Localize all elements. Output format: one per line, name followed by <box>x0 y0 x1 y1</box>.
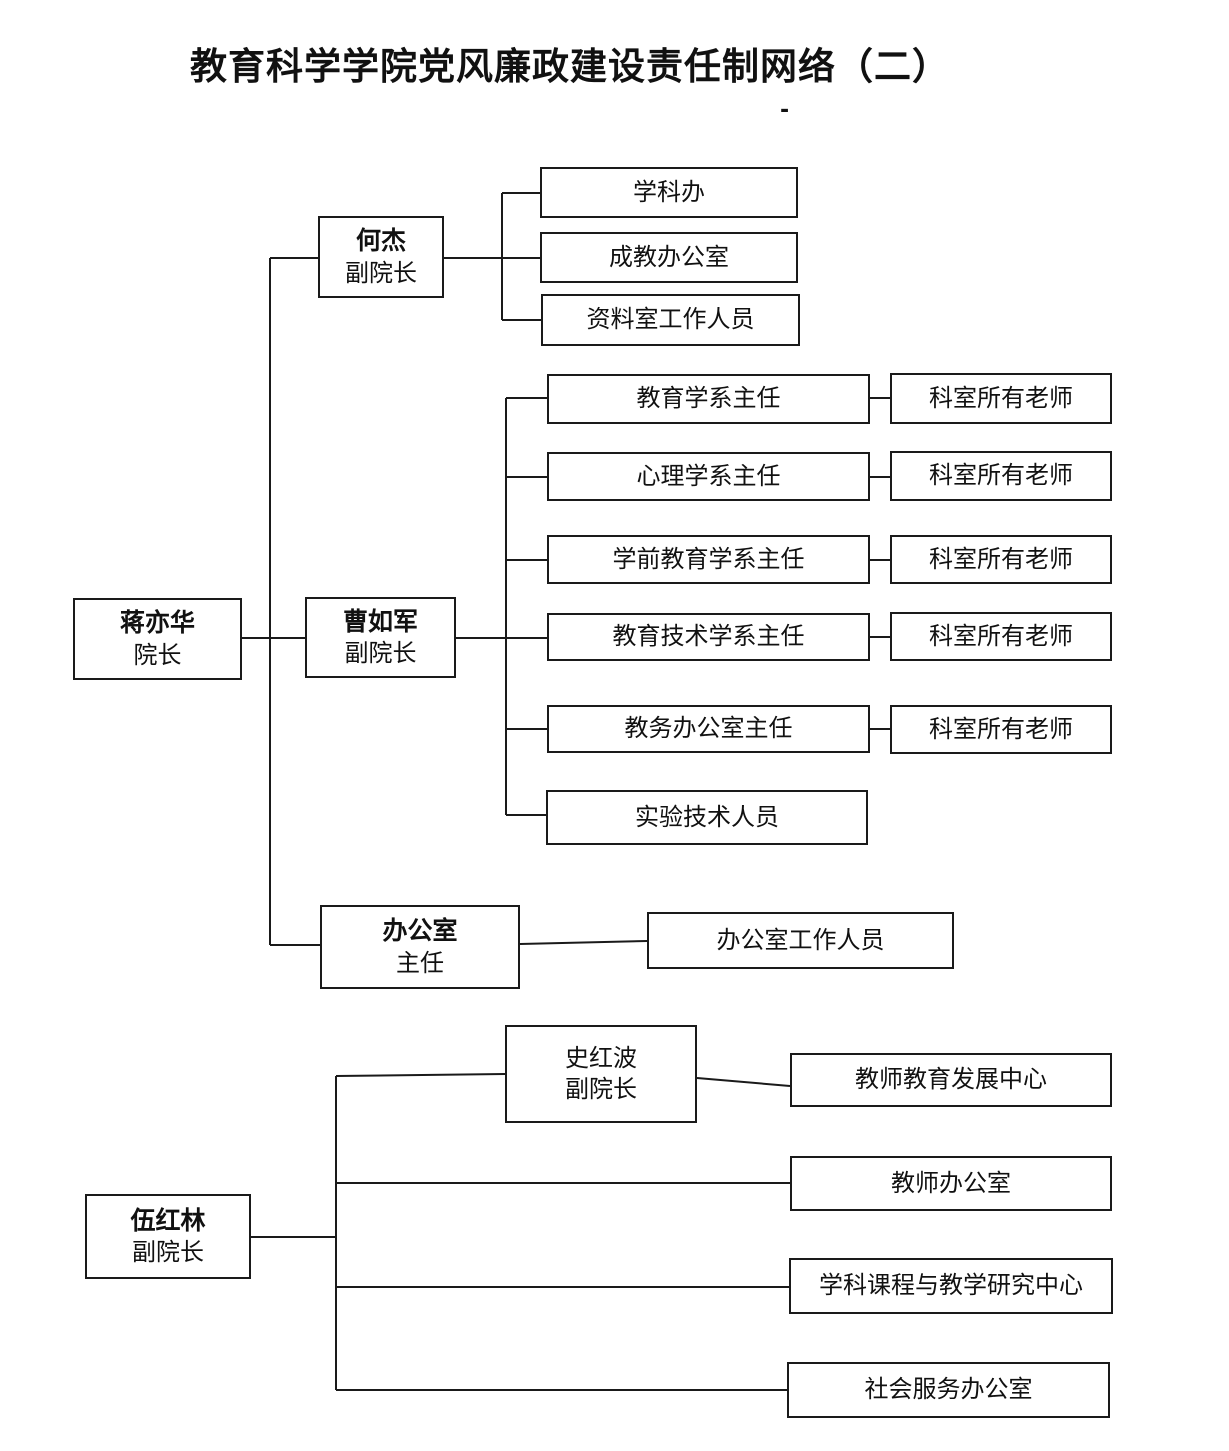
node-label: 心理学系主任 <box>636 461 781 490</box>
shihongbo-role: 副院长 <box>565 1075 637 1103</box>
node-vice-dean-wuhonglin: 伍红林 副院长 <box>85 1194 251 1279</box>
hejie-name: 何杰 <box>355 226 406 256</box>
caorujun-name: 曹如军 <box>342 606 418 636</box>
node-edtech-dept-head: 教育技术学系主任 <box>547 613 870 661</box>
node-preschool-dept-head: 学前教育学系主任 <box>547 535 870 584</box>
node-label: 教务办公室主任 <box>624 714 793 743</box>
node-label: 教师教育发展中心 <box>855 1065 1047 1094</box>
wire-shihongbo-center <box>696 1077 791 1087</box>
wuhonglin-name: 伍红林 <box>130 1205 206 1235</box>
node-label: 办公室工作人员 <box>716 925 885 954</box>
node-label: 社会服务办公室 <box>864 1375 1033 1404</box>
node-teachers-5: 科室所有老师 <box>890 705 1112 754</box>
wuhonglin-role: 副院长 <box>132 1238 204 1267</box>
office-director-name: 办公室 <box>382 916 458 946</box>
shihongbo-name: 史红波 <box>565 1043 637 1072</box>
node-vice-dean-hejie: 何杰 副院长 <box>318 216 444 298</box>
node-office-director: 办公室 主任 <box>320 905 520 989</box>
dean-name: 蒋亦华 <box>119 608 195 638</box>
caorujun-role: 副院长 <box>344 639 417 668</box>
office-director-role: 主任 <box>396 948 444 977</box>
node-psychology-dept-head: 心理学系主任 <box>547 452 870 501</box>
node-dean: 蒋亦华 院长 <box>73 598 242 680</box>
node-label: 科室所有老师 <box>929 461 1073 490</box>
node-label: 教育技术学系主任 <box>612 622 805 651</box>
node-vice-dean-caorujun: 曹如军 副院长 <box>305 597 456 678</box>
node-label: 科室所有老师 <box>929 383 1073 412</box>
node-label: 资料室工作人员 <box>586 305 755 334</box>
node-label: 教育学系主任 <box>636 384 781 413</box>
node-discipline-office: 学科办 <box>540 167 798 218</box>
node-label: 科室所有老师 <box>929 544 1073 573</box>
node-label: 学科办 <box>633 177 705 206</box>
node-teachers-4: 科室所有老师 <box>890 612 1112 661</box>
wire-office-staff <box>519 940 648 945</box>
node-social-service-office: 社会服务办公室 <box>787 1362 1110 1418</box>
stray-dash: - <box>780 98 790 123</box>
node-vice-dean-shihongbo: 史红波 副院长 <box>505 1025 697 1123</box>
node-lab-technicians: 实验技术人员 <box>546 790 868 845</box>
node-teachers-1: 科室所有老师 <box>890 373 1112 424</box>
wire-trunk-shihongbo <box>335 1073 506 1077</box>
node-label: 教师办公室 <box>891 1168 1011 1197</box>
node-label: 科室所有老师 <box>929 714 1073 743</box>
node-adult-education-office: 成教办公室 <box>540 232 798 283</box>
dean-role: 院长 <box>133 640 182 669</box>
hejie-role: 副院长 <box>345 258 417 287</box>
node-teachers-2: 科室所有老师 <box>890 451 1112 501</box>
node-label: 成教办公室 <box>609 242 729 271</box>
node-label: 学科课程与教学研究中心 <box>819 1271 1083 1300</box>
node-reference-room-staff: 资料室工作人员 <box>541 294 800 346</box>
node-teacher-office: 教师办公室 <box>790 1156 1112 1211</box>
node-label: 学前教育学系主任 <box>612 544 805 573</box>
page-title: 教育科学学院党风廉政建设责任制网络（二） <box>190 45 950 88</box>
node-education-dept-head: 教育学系主任 <box>547 374 870 424</box>
node-curriculum-research-center: 学科课程与教学研究中心 <box>789 1258 1113 1314</box>
node-office-staff: 办公室工作人员 <box>647 912 954 969</box>
node-academic-affairs-head: 教务办公室主任 <box>547 705 870 753</box>
node-teachers-3: 科室所有老师 <box>890 535 1112 584</box>
node-teacher-education-center: 教师教育发展中心 <box>790 1053 1112 1107</box>
node-label: 实验技术人员 <box>635 802 779 831</box>
node-label: 科室所有老师 <box>929 621 1073 650</box>
